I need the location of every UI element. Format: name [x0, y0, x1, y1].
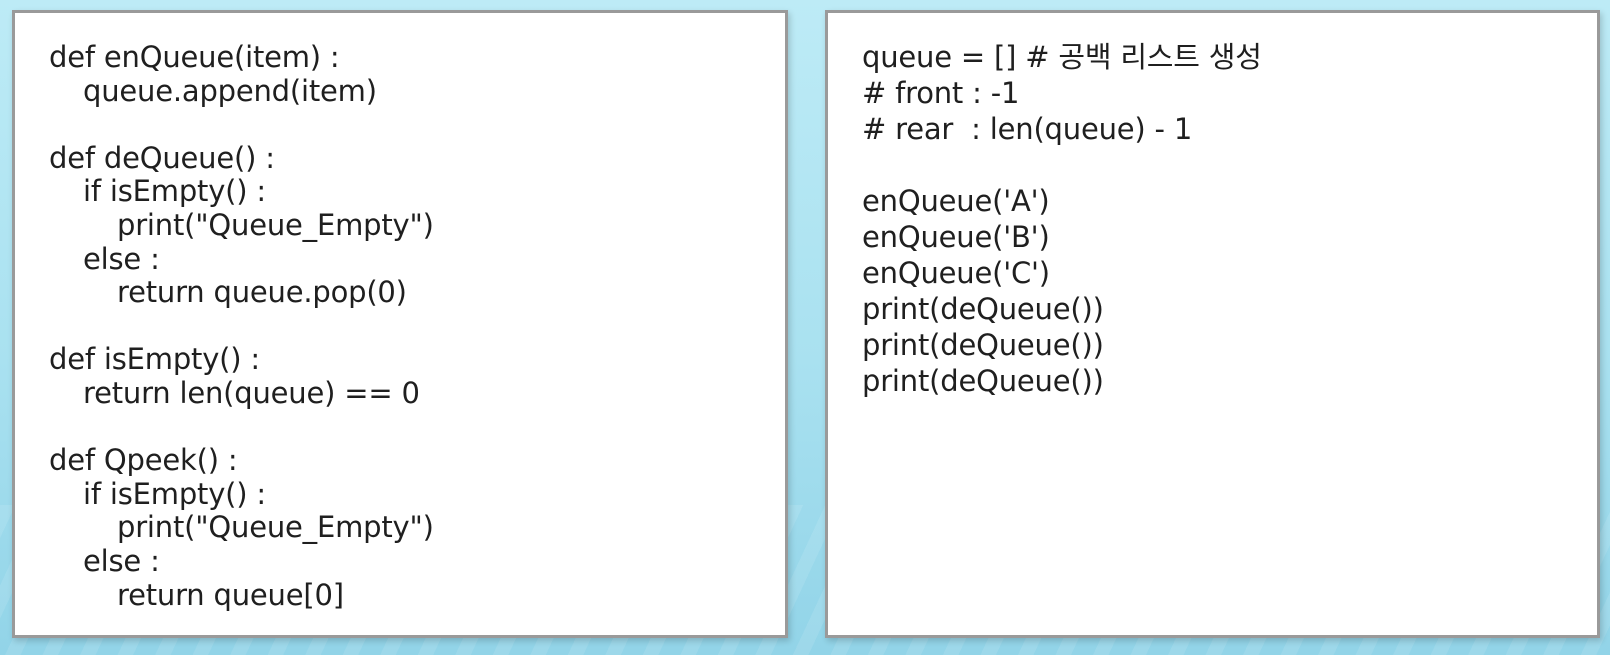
code-line: queue.append(item): [83, 73, 377, 108]
code-line: queue = [] # 공백 리스트 생성: [862, 40, 1262, 74]
code-line: else :: [83, 241, 160, 276]
code-line: enQueue('A'): [862, 184, 1050, 218]
code-line: return len(queue) == 0: [83, 375, 420, 410]
code-line: # front : -1: [862, 76, 1020, 110]
code-line: def enQueue(item) :: [49, 40, 340, 74]
code-line: enQueue('C'): [862, 256, 1050, 290]
code-panel-usage: queue = [] # 공백 리스트 생성 # front : -1 # re…: [825, 10, 1600, 638]
code-panel-functions: def enQueue(item) : queue.append(item) d…: [12, 10, 788, 638]
code-line: print(deQueue()): [862, 328, 1104, 362]
code-line: return queue[0]: [117, 577, 344, 612]
code-line: def isEmpty() :: [49, 342, 260, 377]
code-block-usage: queue = [] # 공백 리스트 생성 # front : -1 # re…: [862, 39, 1262, 399]
code-line: print("Queue_Empty"): [117, 207, 434, 242]
code-line: print("Queue_Empty"): [117, 510, 434, 545]
blank-line: [49, 108, 434, 142]
code-line: if isEmpty() :: [83, 476, 266, 511]
code-line: def deQueue() :: [49, 140, 275, 175]
code-line: enQueue('B'): [862, 220, 1050, 254]
code-line: # rear : len(queue) - 1: [862, 112, 1193, 146]
code-line: return queue.pop(0): [117, 275, 407, 310]
code-line: print(deQueue()): [862, 364, 1104, 398]
blank-line: [49, 411, 434, 445]
blank-line: [49, 310, 434, 344]
code-line: def Qpeek() :: [49, 443, 238, 478]
code-line: print(deQueue()): [862, 292, 1104, 326]
code-line: else :: [83, 543, 160, 578]
code-block-functions: def enQueue(item) : queue.append(item) d…: [49, 40, 434, 612]
blank-line: [862, 147, 1262, 183]
code-line: if isEmpty() :: [83, 174, 266, 209]
